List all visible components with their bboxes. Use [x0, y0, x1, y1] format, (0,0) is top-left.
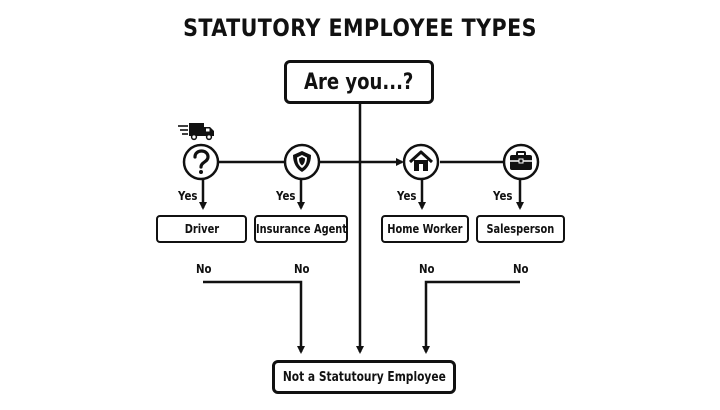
no-label-insurance: No: [294, 262, 310, 276]
briefcase-icon: [510, 151, 532, 170]
no-label-driver: No: [196, 262, 212, 276]
no-path-left: [203, 280, 305, 354]
role-box-insurance-agent: Insurance Agent: [254, 215, 348, 243]
role-box-salesperson: Salesperson: [476, 215, 565, 243]
role-label-salesperson: Salesperson: [486, 222, 555, 236]
start-node-label: Are you...?: [304, 69, 414, 95]
role-label-home-worker: Home Worker: [387, 222, 463, 236]
circle-question: [182, 143, 220, 181]
no-label-sales: No: [513, 262, 529, 276]
start-node: Are you...?: [284, 60, 434, 104]
question-mark-icon: [193, 149, 210, 174]
role-box-home-worker: Home Worker: [381, 215, 469, 243]
end-node-label: Not a Statutoury Employee: [282, 369, 446, 385]
shield-icon: [293, 151, 311, 172]
yes-label-home: Yes: [397, 189, 417, 203]
page-title: STATUTORY EMPLOYEE TYPES: [183, 14, 537, 42]
yes-label-insurance: Yes: [276, 189, 296, 203]
role-label-insurance-agent: Insurance Agent: [255, 222, 347, 236]
no-path-right: [422, 280, 520, 354]
role-box-driver: Driver: [156, 215, 247, 243]
end-node: Not a Statutoury Employee: [272, 360, 456, 394]
no-label-home: No: [419, 262, 435, 276]
role-label-driver: Driver: [184, 222, 219, 236]
yes-label-sales: Yes: [493, 189, 513, 203]
house-icon: [408, 150, 434, 171]
yes-label-driver: Yes: [178, 189, 198, 203]
truck-icon: [178, 123, 214, 141]
